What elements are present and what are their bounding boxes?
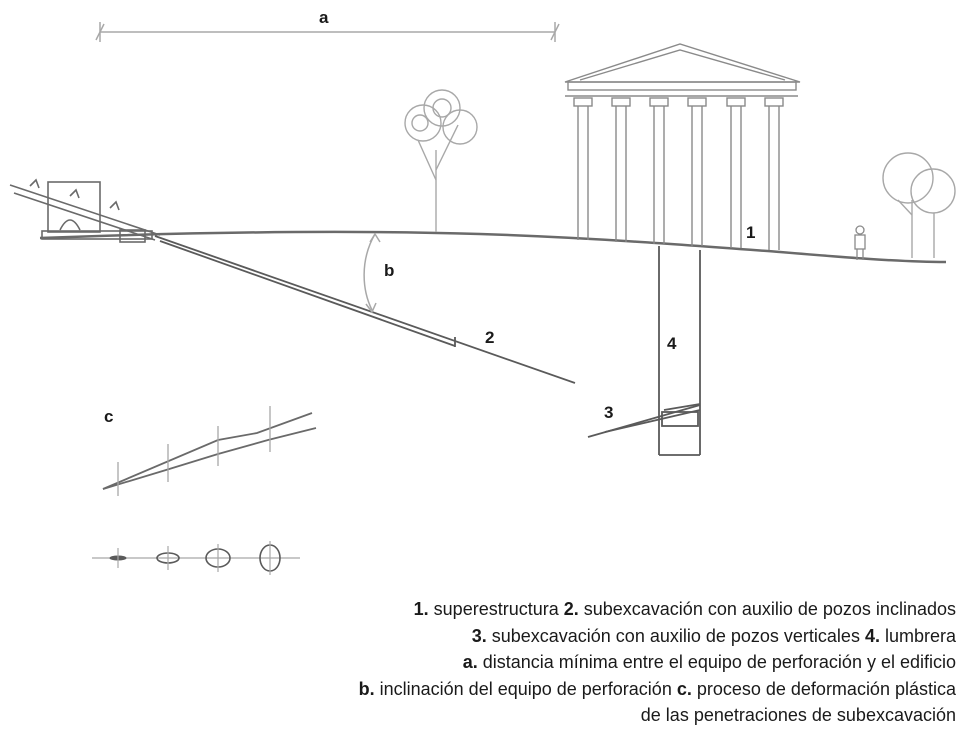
label-4: 4 bbox=[667, 334, 677, 353]
tree-middle bbox=[404, 89, 478, 232]
label-c: c bbox=[104, 407, 113, 426]
caption-key-1: 1. bbox=[413, 599, 429, 619]
caption-text-1: superestructura bbox=[428, 599, 564, 619]
caption-text-b: inclinación del equipo de perforación bbox=[374, 678, 677, 699]
label-1: 1 bbox=[746, 223, 755, 242]
temple-building bbox=[564, 43, 801, 250]
label-a: a bbox=[319, 8, 329, 27]
caption-key-b: b. bbox=[358, 678, 375, 699]
caption-text-3: subexcavación con auxilio de pozos verti… bbox=[486, 625, 865, 646]
caption-line-1: 1. superestructura 2. subexcavación con … bbox=[0, 596, 956, 623]
caption-text-4: lumbrera bbox=[879, 625, 956, 646]
caption-line-3: a. distancia mínima entre el equipo de p… bbox=[0, 649, 956, 676]
caption-key-c: c. bbox=[676, 678, 692, 699]
caption-key-4: 4. bbox=[864, 625, 880, 646]
label-3: 3 bbox=[604, 403, 613, 422]
caption-text-c: proceso de deformación plástica bbox=[691, 678, 956, 699]
label-2: 2 bbox=[485, 328, 494, 347]
caption-line-5: de las penetraciones de subexcavación bbox=[640, 705, 956, 725]
tree-right bbox=[882, 152, 956, 258]
caption-key-2: 2. bbox=[563, 599, 579, 619]
label-b: b bbox=[384, 261, 394, 280]
caption-text-a: distancia mínima entre el equipo de perf… bbox=[477, 652, 956, 672]
drilling-rig bbox=[9, 178, 161, 243]
caption-key-a: a. bbox=[462, 652, 478, 672]
inclined-drill-line bbox=[154, 235, 576, 384]
caption: 1. superestructura 2. subexcavación con … bbox=[0, 596, 956, 729]
caption-line-4: b. inclinación del equipo de perforación… bbox=[0, 676, 956, 703]
shaft-penetration bbox=[587, 404, 701, 438]
person-figure bbox=[854, 225, 866, 260]
ground-line bbox=[39, 230, 947, 264]
caption-key-3: 3. bbox=[471, 625, 487, 646]
deformation-process bbox=[102, 406, 317, 496]
vertical-shaft bbox=[658, 246, 701, 456]
dimension-a bbox=[95, 22, 560, 42]
diagram: a b bbox=[9, 8, 956, 575]
angle-b bbox=[363, 232, 381, 314]
caption-line-2: 3. subexcavación con auxilio de pozos ve… bbox=[0, 623, 956, 650]
cross-sections bbox=[92, 541, 300, 575]
caption-text-2: subexcavación con auxilio de pozos incli… bbox=[578, 599, 956, 619]
